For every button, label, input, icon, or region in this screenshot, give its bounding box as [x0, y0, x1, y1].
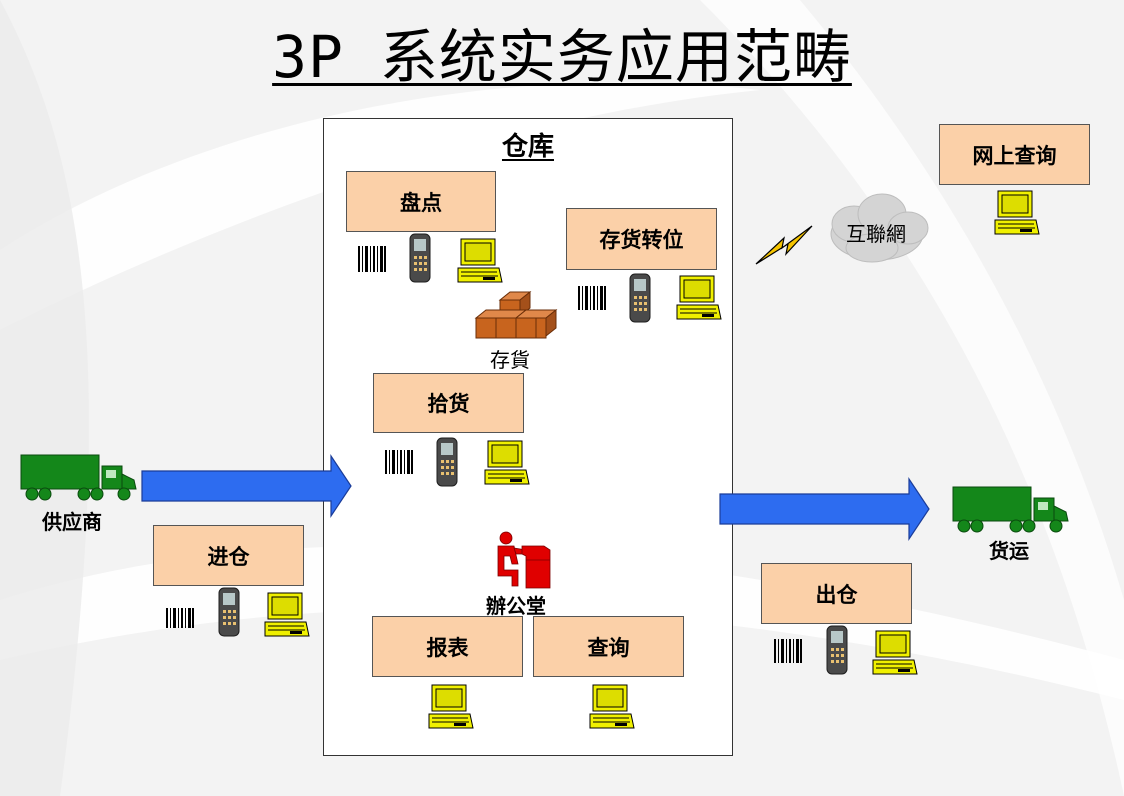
- box-picking: 拾货: [373, 373, 524, 433]
- warehouse-label: 仓库: [501, 132, 554, 162]
- stock-crates-icon: [474, 290, 558, 339]
- handheld-scanner-icon: [218, 587, 240, 637]
- office-worker-icon: [497, 531, 551, 589]
- computer-icon: [428, 684, 474, 729]
- barcode-icon: [578, 286, 606, 310]
- computer-icon: [872, 630, 918, 675]
- page-title: 3P 系统实务应用范畴: [272, 23, 852, 91]
- handheld-scanner-icon: [629, 273, 651, 323]
- freight-truck-icon: [952, 486, 1069, 533]
- supplier-truck-icon: [20, 454, 137, 501]
- cloud-icon: [830, 193, 929, 263]
- lightning-icon: [755, 225, 813, 265]
- computer-icon: [264, 592, 310, 637]
- label-stock: 存貨: [490, 348, 530, 372]
- box-inventory-count: 盘点: [346, 171, 496, 232]
- box-receiving: 进仓: [153, 525, 304, 586]
- box-report: 报表: [372, 616, 523, 677]
- label-office: 辦公堂: [486, 594, 546, 618]
- label-freight: 货运: [989, 539, 1029, 563]
- computer-icon: [676, 275, 722, 320]
- arrow-out-icon: [719, 477, 930, 541]
- label-internet: 互聯網: [846, 222, 906, 246]
- box-online-query: 网上查询: [939, 124, 1090, 185]
- label-supplier: 供应商: [42, 510, 102, 534]
- computer-icon: [484, 440, 530, 485]
- computer-icon: [589, 684, 635, 729]
- computer-icon: [994, 190, 1040, 235]
- box-stock-transfer: 存货转位: [566, 208, 717, 270]
- barcode-icon: [166, 608, 194, 628]
- arrow-in-icon: [141, 454, 352, 518]
- handheld-scanner-icon: [409, 233, 431, 283]
- handheld-scanner-icon: [826, 625, 848, 675]
- handheld-scanner-icon: [436, 437, 458, 487]
- box-query: 查询: [533, 616, 684, 677]
- barcode-icon: [358, 246, 386, 272]
- box-shipping-out: 出仓: [761, 563, 912, 624]
- computer-icon: [457, 238, 503, 283]
- barcode-icon: [385, 450, 413, 474]
- barcode-icon: [774, 639, 802, 663]
